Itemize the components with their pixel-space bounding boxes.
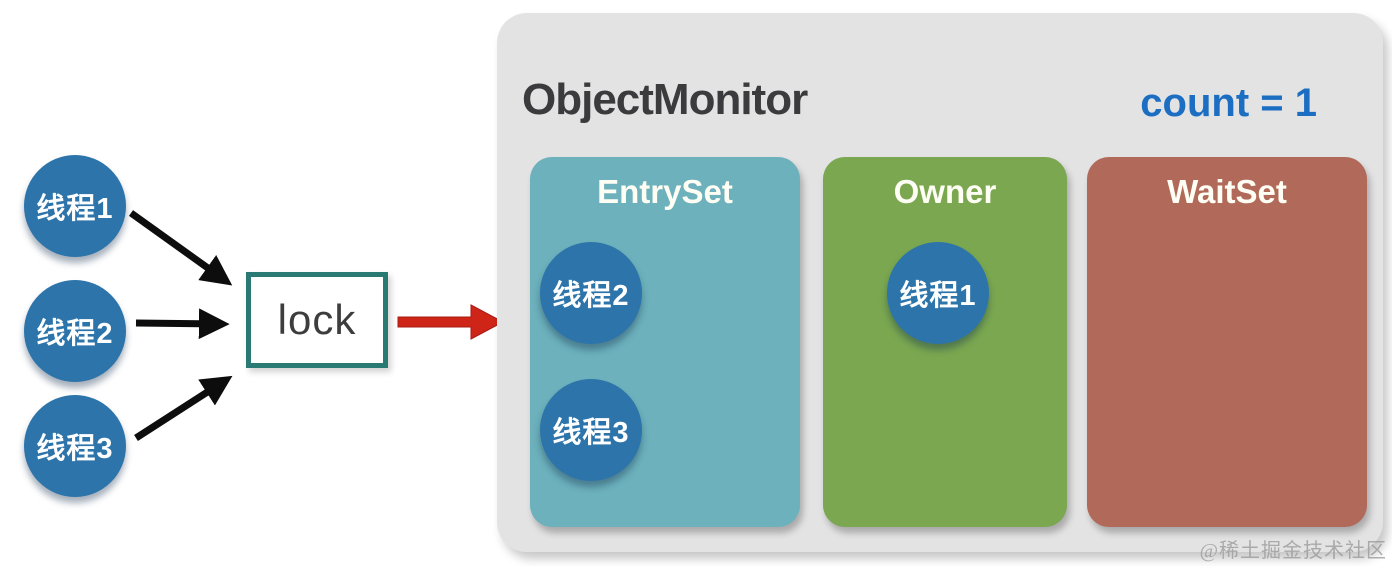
- entry-set-thread-circle-3: 线程3: [540, 379, 642, 481]
- lock-label: lock: [277, 296, 357, 343]
- object-monitor-title: ObjectMonitor: [522, 75, 808, 124]
- owner-column: Owner 线程1: [823, 157, 1067, 527]
- wait-set-title: WaitSet: [1167, 173, 1287, 210]
- owner-thread-circle-1: 线程1: [887, 242, 989, 344]
- thread-circle-2: 线程2: [24, 280, 126, 382]
- thread-label: 线程2: [36, 318, 114, 350]
- owner-title: Owner: [893, 173, 997, 210]
- thread2-to-lock-arrow-icon: [135, 308, 230, 340]
- count-value: count = 1: [1140, 81, 1317, 125]
- entry-set-thread-circle-2: 线程2: [540, 242, 642, 344]
- thread-circle-1: 线程1: [24, 155, 126, 257]
- wait-set-column: WaitSet: [1087, 157, 1367, 527]
- thread-label: 线程1: [899, 280, 977, 312]
- lock-to-monitor-red-arrow-icon: [397, 304, 505, 340]
- watermark-text: @稀土掘金技术社区: [1199, 540, 1387, 562]
- object-monitor-panel: ObjectMonitor count = 1 EntrySet 线程2 线程3…: [497, 13, 1383, 552]
- thread-circle-3: 线程3: [24, 395, 126, 497]
- thread-label: 线程3: [552, 417, 630, 449]
- entry-set-column: EntrySet 线程2 线程3: [530, 157, 800, 527]
- thread1-to-lock-arrow-icon: [128, 210, 233, 286]
- thread-label: 线程3: [36, 433, 114, 465]
- thread-label: 线程2: [552, 280, 630, 312]
- thread3-to-lock-arrow-icon: [134, 375, 233, 441]
- entry-set-title: EntrySet: [597, 173, 733, 210]
- lock-box: lock: [246, 272, 388, 368]
- thread-label: 线程1: [36, 193, 114, 225]
